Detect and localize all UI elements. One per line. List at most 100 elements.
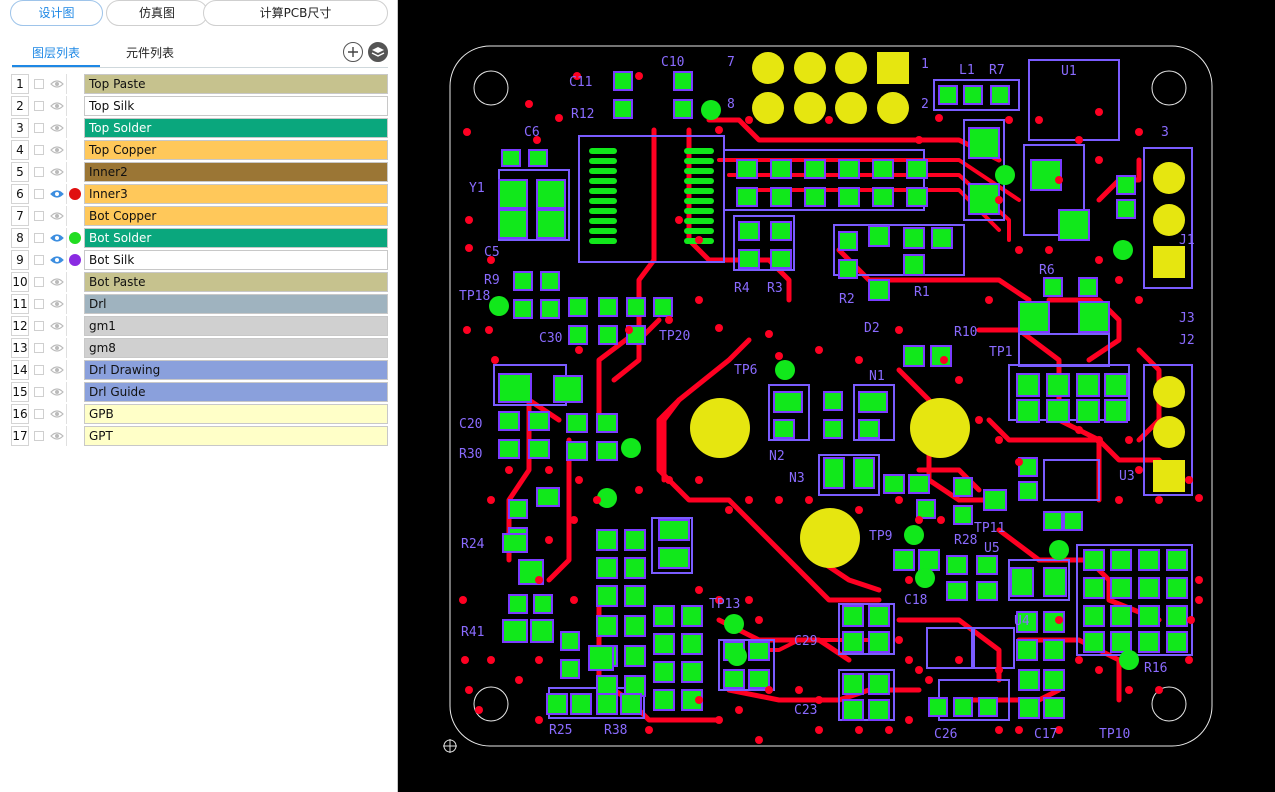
- layer-row[interactable]: 15 Drl Guide: [11, 382, 388, 402]
- eye-icon[interactable]: [50, 363, 64, 377]
- layers-button[interactable]: [368, 42, 388, 62]
- layer-color-dot: [66, 250, 82, 270]
- eye-icon[interactable]: [50, 99, 64, 113]
- layer-checkbox[interactable]: [34, 211, 44, 221]
- smd-pad: [858, 391, 888, 413]
- layer-checkbox[interactable]: [34, 233, 44, 243]
- ic-pin-pad: [589, 148, 617, 154]
- test-point-pad: [489, 296, 509, 316]
- eye-icon[interactable]: [50, 165, 64, 179]
- eye-icon[interactable]: [50, 209, 64, 223]
- eye-icon[interactable]: [50, 341, 64, 355]
- layer-name[interactable]: Top Silk: [84, 96, 388, 116]
- smd-pad: [1043, 511, 1063, 531]
- layer-name[interactable]: Drl: [84, 294, 388, 314]
- layer-checkbox[interactable]: [34, 189, 44, 199]
- label-tp10: TP10: [1099, 727, 1130, 742]
- via: [895, 496, 903, 504]
- layer-checkbox[interactable]: [34, 343, 44, 353]
- via: [1095, 108, 1103, 116]
- layer-checkbox[interactable]: [34, 123, 44, 133]
- layer-name[interactable]: Top Copper: [84, 140, 388, 160]
- smd-pad: [963, 85, 983, 105]
- via: [555, 114, 563, 122]
- eye-icon[interactable]: [50, 143, 64, 157]
- layer-checkbox[interactable]: [34, 409, 44, 419]
- tab-layer-list[interactable]: 图层列表: [12, 40, 100, 67]
- tab-design[interactable]: 设计图: [10, 0, 103, 26]
- layer-checkbox[interactable]: [34, 277, 44, 287]
- eye-icon[interactable]: [50, 275, 64, 289]
- eye-icon[interactable]: [50, 385, 64, 399]
- eye-icon[interactable]: [50, 121, 64, 135]
- layer-name[interactable]: Bot Copper: [84, 206, 388, 226]
- via: [1095, 156, 1103, 164]
- smd-pad: [653, 661, 675, 683]
- layer-name[interactable]: Inner3: [84, 184, 388, 204]
- layer-name[interactable]: GPB: [84, 404, 388, 424]
- layer-checkbox[interactable]: [34, 255, 44, 265]
- eye-icon[interactable]: [50, 231, 64, 245]
- layer-name[interactable]: gm1: [84, 316, 388, 336]
- eye-icon[interactable]: [50, 429, 64, 443]
- layer-name[interactable]: Top Solder: [84, 118, 388, 138]
- silk-layer: [493, 59, 1193, 721]
- layer-name[interactable]: Drl Guide: [84, 382, 388, 402]
- eye-icon[interactable]: [50, 297, 64, 311]
- eye-icon[interactable]: [50, 253, 64, 267]
- layer-name[interactable]: Bot Solder: [84, 228, 388, 248]
- layer-checkbox[interactable]: [34, 365, 44, 375]
- layer-color-dot: [66, 162, 82, 182]
- via: [825, 116, 833, 124]
- eye-icon[interactable]: [50, 407, 64, 421]
- layer-checkbox[interactable]: [34, 387, 44, 397]
- layer-name[interactable]: Drl Drawing: [84, 360, 388, 380]
- layer-checkbox[interactable]: [34, 101, 44, 111]
- layer-number: 15: [11, 382, 29, 402]
- eye-icon[interactable]: [50, 187, 64, 201]
- layer-checkbox[interactable]: [34, 299, 44, 309]
- label-r38: R38: [604, 723, 627, 738]
- layer-color-dot: [66, 426, 82, 446]
- via: [475, 706, 483, 714]
- layer-name[interactable]: Bot Silk: [84, 250, 388, 270]
- eye-icon[interactable]: [50, 319, 64, 333]
- layer-checkbox[interactable]: [34, 79, 44, 89]
- add-layer-button[interactable]: [343, 42, 363, 62]
- eye-icon[interactable]: [50, 77, 64, 91]
- pcb-canvas[interactable]: U1 U3 U4 U5 Y1 C5 C6 C10 C11 C17 C18 C20…: [399, 0, 1275, 792]
- layer-name[interactable]: Bot Paste: [84, 272, 388, 292]
- layer-name[interactable]: GPT: [84, 426, 388, 446]
- pcb-board-svg[interactable]: U1 U3 U4 U5 Y1 C5 C6 C10 C11 C17 C18 C20…: [399, 0, 1275, 792]
- layer-checkbox[interactable]: [34, 321, 44, 331]
- smd-pad: [1116, 199, 1136, 219]
- tab-calc-pcb-size[interactable]: 计算PCB尺寸: [203, 0, 388, 26]
- layer-name[interactable]: gm8: [84, 338, 388, 358]
- smd-pad: [658, 547, 690, 569]
- layer-name[interactable]: Top Paste: [84, 74, 388, 94]
- smd-pad: [770, 187, 792, 207]
- layer-checkbox[interactable]: [34, 145, 44, 155]
- layer-checkbox[interactable]: [34, 167, 44, 177]
- tab-simulation[interactable]: 仿真图: [106, 0, 208, 26]
- layer-name[interactable]: Inner2: [84, 162, 388, 182]
- tab-component-list[interactable]: 元件列表: [125, 46, 174, 60]
- smd-pad: [838, 259, 858, 279]
- layer-checkbox[interactable]: [34, 431, 44, 441]
